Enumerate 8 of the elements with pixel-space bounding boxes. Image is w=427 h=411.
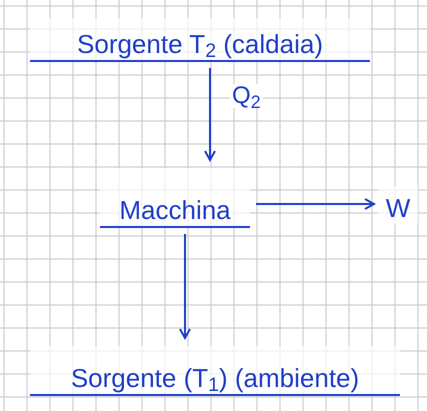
arrow [179, 234, 191, 339]
underlined-label: Sorgente T$_{2}$ (caldaia) [30, 18, 370, 62]
underlined-label: Sorgente (T$_{1}$) (ambiente) [30, 346, 400, 396]
underlined-label: W [378, 186, 418, 224]
underlined-label: Macchina [100, 168, 250, 228]
arrow [204, 68, 216, 161]
edge-label: Q$_{2}$ [230, 84, 263, 108]
arrow [256, 198, 375, 210]
